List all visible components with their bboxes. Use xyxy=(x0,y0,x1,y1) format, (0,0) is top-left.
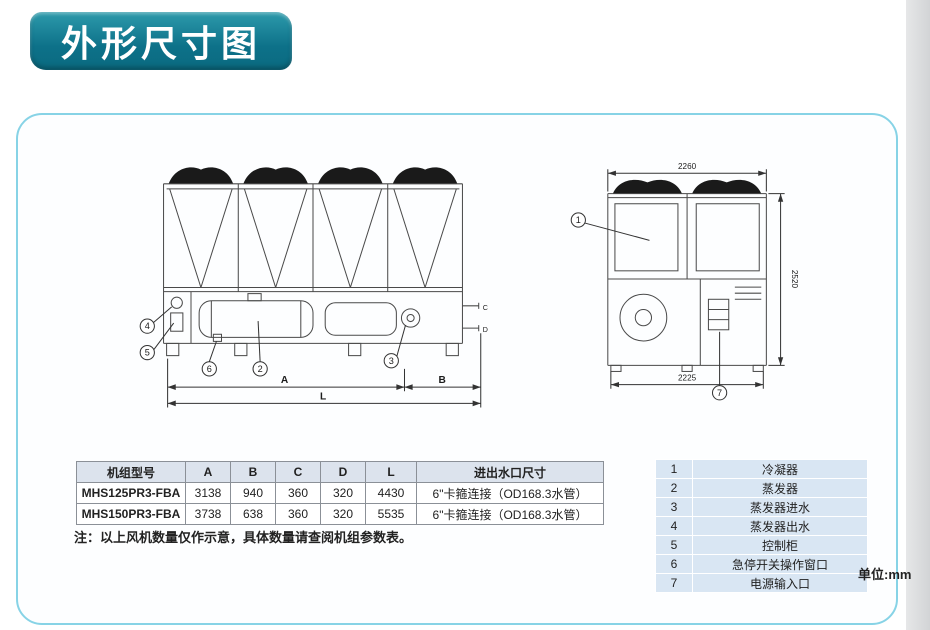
spec-cell-model: MHS150PR3-FBA xyxy=(76,503,186,525)
spec-cell-pipe: 6"卡箍连接（OD168.3水管） xyxy=(416,503,604,525)
dim-l-label: L xyxy=(320,391,326,402)
callout-7: 7 xyxy=(711,331,728,401)
callout-5: 5 xyxy=(139,322,175,361)
legend-label: 电源输入口 xyxy=(692,573,868,593)
side-dim-top-label: 2260 xyxy=(678,162,697,171)
callout-2-label: 2 xyxy=(258,364,263,374)
spec-cell-a: 3138 xyxy=(185,482,231,504)
spec-row-1: MHS125PR3-FBA 3138 940 360 320 4430 6"卡箍… xyxy=(76,482,604,504)
spec-header-l: L xyxy=(365,461,417,483)
spec-header-model: 机组型号 xyxy=(76,461,186,483)
legend-no: 6 xyxy=(655,554,693,574)
note-text: 注：以上风机数量仅作示意，具体数量请查阅机组参数表。 xyxy=(74,530,413,545)
legend-no: 3 xyxy=(655,497,693,517)
spec-cell-model: MHS125PR3-FBA xyxy=(76,482,186,504)
title-badge: 外形尺寸图 xyxy=(30,12,292,70)
spec-cell-d: 320 xyxy=(320,482,366,504)
callout-4: 4 xyxy=(139,306,173,334)
side-dim-bottom-label: 2225 xyxy=(678,374,697,383)
front-fan-cowls xyxy=(163,183,463,293)
legend-label: 急停开关操作窗口 xyxy=(692,554,868,574)
legend-label: 蒸发器出水 xyxy=(692,516,868,536)
callout-5-label: 5 xyxy=(145,348,150,358)
spec-header-c: C xyxy=(275,461,321,483)
spec-cell-l: 5535 xyxy=(365,503,417,525)
page-title: 外形尺寸图 xyxy=(60,23,261,64)
legend-row-5: 5 控制柜 xyxy=(655,535,868,555)
spec-table: 机组型号 A B C D L 进出水口尺寸 MHS125PR3-FBA 3138… xyxy=(76,461,604,525)
front-frame xyxy=(163,183,463,357)
spec-row-2: MHS150PR3-FBA 3738 638 360 320 5535 6"卡箍… xyxy=(76,503,604,525)
legend-no: 1 xyxy=(655,459,693,479)
legend-no: 2 xyxy=(655,478,693,498)
callout-3-label: 3 xyxy=(389,356,394,366)
side-dim-top: 2260 xyxy=(607,162,767,192)
spec-cell-a: 3738 xyxy=(185,503,231,525)
side-dim-right-label: 2520 xyxy=(790,270,799,289)
callout-1-label: 1 xyxy=(576,215,581,225)
side-dim-right: 2520 xyxy=(768,193,799,366)
callout-3: 3 xyxy=(383,324,407,369)
callout-7-label: 7 xyxy=(717,388,722,398)
callout-6: 6 xyxy=(201,341,217,377)
legend-row-2: 2 蒸发器 xyxy=(655,478,868,498)
unit-label: 单位:mm xyxy=(858,567,912,582)
spec-cell-b: 940 xyxy=(230,482,276,504)
legend-label: 控制柜 xyxy=(692,535,868,555)
legend-no: 7 xyxy=(655,573,693,593)
spec-cell-pipe: 6"卡箍连接（OD168.3水管） xyxy=(416,482,604,504)
spec-cell-l: 4430 xyxy=(365,482,417,504)
spec-header-row: 机组型号 A B C D L 进出水口尺寸 xyxy=(76,461,604,483)
front-body-components xyxy=(170,291,480,344)
dim-a-label: A xyxy=(281,375,289,386)
spec-cell-c: 360 xyxy=(275,503,321,525)
side-dim-bottom: 2225 xyxy=(610,371,764,389)
spec-cell-d: 320 xyxy=(320,503,366,525)
spec-header-pipe: 进出水口尺寸 xyxy=(416,461,604,483)
spec-cell-c: 360 xyxy=(275,482,321,504)
front-dimensions: A B L xyxy=(167,333,482,408)
legend-row-7: 7 电源输入口 xyxy=(655,573,868,593)
legend-row-3: 3 蒸发器进水 xyxy=(655,497,868,517)
callout-4-label: 4 xyxy=(145,321,150,331)
legend-row-4: 4 蒸发器出水 xyxy=(655,516,868,536)
dim-d-label: D xyxy=(483,326,488,334)
side-body-components xyxy=(619,278,762,366)
front-fan-tops xyxy=(168,167,458,184)
legend-label: 冷凝器 xyxy=(692,459,868,479)
callout-1: 1 xyxy=(570,212,650,241)
callout-2: 2 xyxy=(252,321,268,377)
dim-c-label: C xyxy=(483,304,488,312)
page-edge-strip xyxy=(906,0,930,630)
side-fan-tops xyxy=(612,179,762,194)
spec-header-d: D xyxy=(320,461,366,483)
spec-cell-b: 638 xyxy=(230,503,276,525)
front-view-drawing: C D 4 5 6 2 3 A xyxy=(139,167,488,408)
spec-header-b: B xyxy=(230,461,276,483)
legend-row-6: 6 急停开关操作窗口 xyxy=(655,554,868,574)
legend-row-1: 1 冷凝器 xyxy=(655,459,868,479)
dim-b-label: B xyxy=(438,375,445,386)
legend-no: 5 xyxy=(655,535,693,555)
spec-header-a: A xyxy=(185,461,231,483)
side-view-drawing: 2260 2520 2225 1 7 xyxy=(570,162,799,401)
legend-label: 蒸发器进水 xyxy=(692,497,868,517)
content-panel: C D 4 5 6 2 3 A xyxy=(16,113,911,625)
legend-label: 蒸发器 xyxy=(692,478,868,498)
side-frame xyxy=(607,193,767,372)
legend-no: 4 xyxy=(655,516,693,536)
legend-table: 1 冷凝器 2 蒸发器 3 蒸发器进水 4 蒸发器出水 5 控制柜 6 急停开关… xyxy=(655,459,868,593)
callout-6-label: 6 xyxy=(207,364,212,374)
